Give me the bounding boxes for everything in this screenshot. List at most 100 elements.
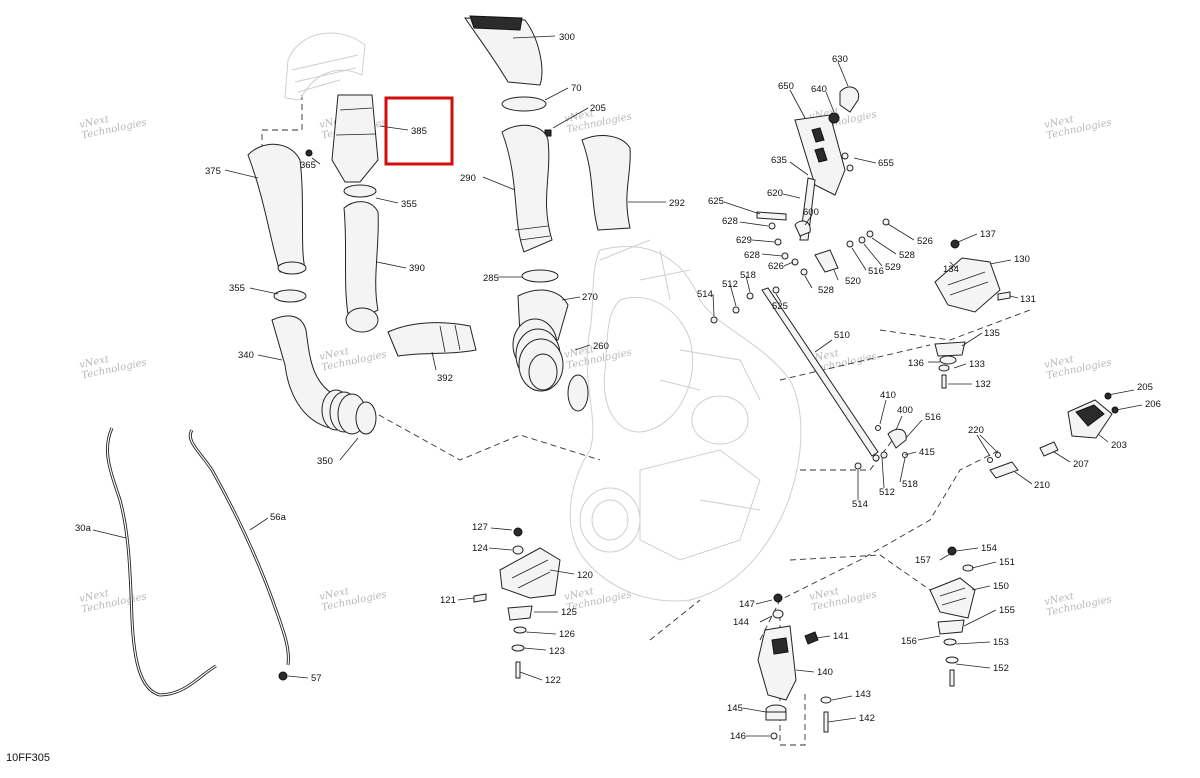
callout[interactable]: 510: [834, 330, 850, 341]
callout[interactable]: 156: [901, 636, 917, 647]
callout[interactable]: 144: [733, 617, 749, 628]
callout[interactable]: 655: [878, 158, 894, 169]
mount-120-group: [473, 527, 561, 679]
callout[interactable]: 207: [1073, 459, 1089, 470]
callout[interactable]: 203: [1111, 440, 1127, 451]
callout[interactable]: 516: [868, 266, 884, 277]
callout[interactable]: 30a: [75, 523, 92, 534]
callout[interactable]: 626: [768, 261, 784, 272]
callout[interactable]: 134: [943, 264, 959, 275]
callout[interactable]: 514: [852, 499, 868, 510]
callout[interactable]: 392: [437, 373, 453, 384]
callout[interactable]: 121: [440, 595, 456, 606]
callout[interactable]: 137: [980, 229, 996, 240]
callout[interactable]: 512: [879, 487, 895, 498]
callout[interactable]: 390: [409, 263, 425, 274]
callout[interactable]: 516: [925, 412, 941, 423]
callout[interactable]: 300: [559, 32, 575, 43]
callout[interactable]: 154: [981, 543, 997, 554]
callout[interactable]: 518: [902, 479, 918, 490]
callout[interactable]: 205: [1137, 382, 1153, 393]
leader-lines: [92, 35, 1143, 737]
callout-labels: 300 70 205 385 365 375 355 290 292 390 2…: [75, 32, 1161, 742]
callout[interactable]: 56a: [270, 512, 287, 523]
callout[interactable]: 529: [885, 262, 901, 273]
callout[interactable]: 285: [483, 273, 499, 284]
bracket-130: [934, 257, 1001, 313]
callout[interactable]: 120: [577, 570, 593, 581]
callout[interactable]: 525: [772, 301, 788, 312]
callout[interactable]: 512: [722, 279, 738, 290]
callout[interactable]: 385: [411, 126, 427, 137]
clip-57: [278, 671, 288, 681]
callout[interactable]: 350: [317, 456, 333, 467]
callout[interactable]: 127: [472, 522, 488, 533]
callout[interactable]: 640: [811, 84, 827, 95]
callout[interactable]: 140: [817, 667, 833, 678]
callout[interactable]: 410: [880, 390, 896, 401]
callout[interactable]: 132: [975, 379, 991, 390]
callout[interactable]: 130: [1014, 254, 1030, 265]
mount-140-group: [757, 593, 832, 740]
bellows-350: [321, 389, 377, 435]
callout[interactable]: 136: [908, 358, 924, 369]
link-520: [814, 249, 839, 273]
callout[interactable]: 153: [993, 637, 1009, 648]
callout[interactable]: 375: [205, 166, 221, 177]
callout[interactable]: 514: [697, 289, 713, 300]
callout[interactable]: 270: [582, 292, 598, 303]
callout[interactable]: 143: [855, 689, 871, 700]
callout[interactable]: 135: [984, 328, 1000, 339]
callout[interactable]: 147: [739, 599, 755, 610]
callout[interactable]: 152: [993, 663, 1009, 674]
callout[interactable]: 150: [993, 581, 1009, 592]
callout[interactable]: 205: [590, 103, 606, 114]
callout[interactable]: 340: [238, 350, 254, 361]
callout[interactable]: 57: [311, 673, 322, 684]
callout[interactable]: 290: [460, 173, 476, 184]
callout[interactable]: 122: [545, 675, 561, 686]
callout[interactable]: 151: [999, 557, 1015, 568]
callout[interactable]: 155: [999, 605, 1015, 616]
callout[interactable]: 635: [771, 155, 787, 166]
callout[interactable]: 526: [917, 236, 933, 247]
callout[interactable]: 210: [1034, 480, 1050, 491]
intake-left-group: [247, 32, 477, 435]
callout[interactable]: 629: [736, 235, 752, 246]
callout[interactable]: 126: [559, 629, 575, 640]
callout[interactable]: 206: [1145, 399, 1161, 410]
callout[interactable]: 355: [401, 199, 417, 210]
callout[interactable]: 131: [1020, 294, 1036, 305]
callout[interactable]: 520: [845, 276, 861, 287]
callout[interactable]: 365: [300, 160, 316, 171]
callout[interactable]: 650: [778, 81, 794, 92]
callout[interactable]: 260: [593, 341, 609, 352]
callout[interactable]: 528: [899, 250, 915, 261]
callout[interactable]: 157: [915, 555, 931, 566]
callout[interactable]: 133: [969, 359, 985, 370]
callout[interactable]: 415: [919, 447, 935, 458]
callout[interactable]: 630: [832, 54, 848, 65]
callout[interactable]: 145: [727, 703, 743, 714]
engine-outline: [569, 239, 802, 602]
callout[interactable]: 628: [722, 216, 738, 227]
callout[interactable]: 70: [571, 83, 582, 94]
callout[interactable]: 518: [740, 270, 756, 281]
callout[interactable]: 625: [708, 196, 724, 207]
hose-56a: [188, 429, 290, 666]
callout[interactable]: 400: [897, 405, 913, 416]
callout[interactable]: 220: [968, 425, 984, 436]
callout[interactable]: 628: [744, 250, 760, 261]
airbox-300: [464, 17, 543, 86]
callout[interactable]: 141: [833, 631, 849, 642]
callout[interactable]: 355: [229, 283, 245, 294]
callout[interactable]: 123: [549, 646, 565, 657]
callout[interactable]: 292: [669, 198, 685, 209]
callout[interactable]: 125: [561, 607, 577, 618]
callout[interactable]: 600: [803, 207, 819, 218]
callout[interactable]: 146: [730, 731, 746, 742]
callout[interactable]: 528: [818, 285, 834, 296]
callout[interactable]: 620: [767, 188, 783, 199]
callout[interactable]: 124: [472, 543, 488, 554]
callout[interactable]: 142: [859, 713, 875, 724]
